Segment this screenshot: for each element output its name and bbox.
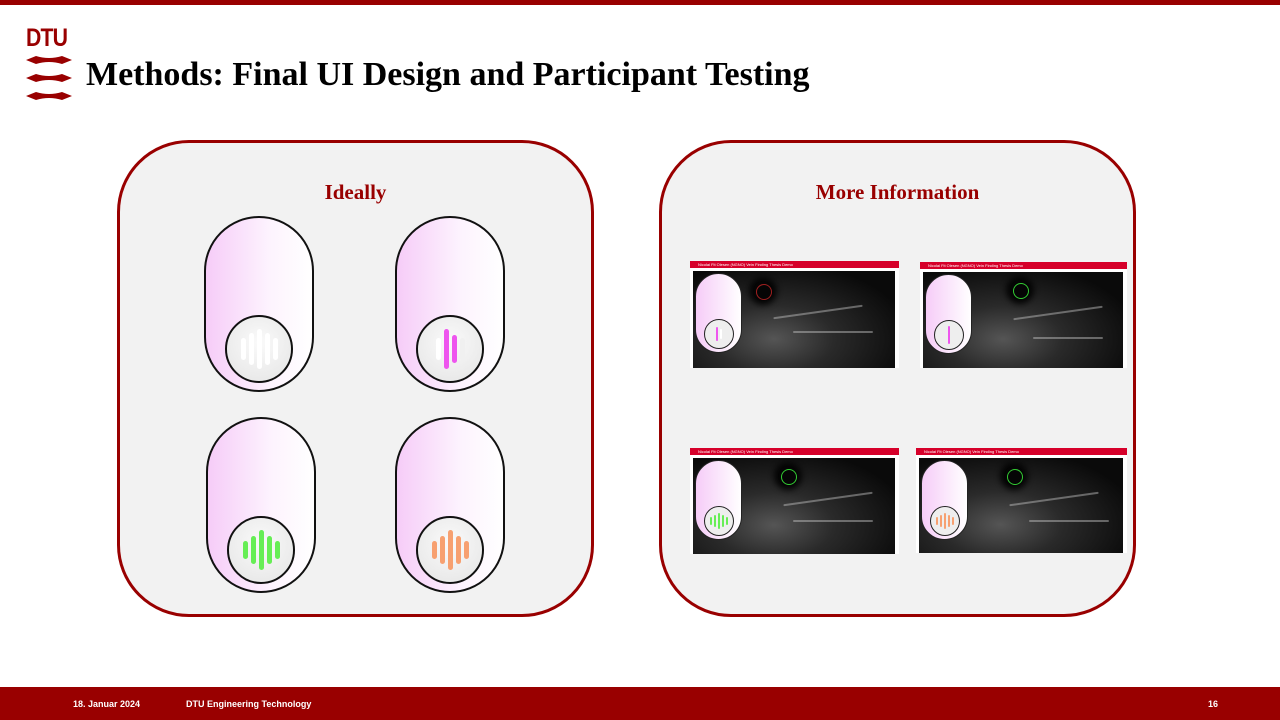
panel-title: Ideally (324, 180, 387, 204)
dtu-logo: DTU (26, 24, 72, 100)
window-title: Nicolai Fit Olesen (NGNO) Vein Finding T… (690, 261, 899, 268)
toggle-green (206, 417, 316, 593)
ideally-panel: Ideally (117, 140, 594, 617)
sound-wave-icon (416, 516, 484, 584)
logo-text: DTU (26, 24, 68, 52)
more-information-panel: More Information Nicolai Fit Olesen (NGN… (659, 140, 1136, 617)
toggle-orange (395, 417, 505, 593)
footer-date: 18. Januar 2024 (73, 699, 141, 709)
panel-title: More Information (815, 180, 980, 204)
footer-department: DTU Engineering Technology (186, 699, 312, 709)
window-title: Nicolai Fit Olesen (NGNO) Vein Finding T… (690, 448, 899, 455)
sound-wave-icon (227, 516, 295, 584)
toggle-idle (204, 216, 314, 392)
page-number: 16 (1208, 699, 1219, 709)
page-title: Methods: Final UI Design and Participant… (86, 56, 810, 93)
footer: 18. Januar 2024 DTU Engineering Technolo… (0, 687, 1280, 720)
toggle-single-bar (395, 216, 505, 392)
screenshot-orange-bars: Nicolai Fit Olesen (NGNO) Vein Finding T… (916, 448, 1127, 553)
sound-wave-icon (416, 315, 484, 383)
window-title: Nicolai Fit Olesen (NGNO) Vein Finding T… (916, 448, 1127, 455)
screenshot-green-bars: Nicolai Fit Olesen (NGNO) Vein Finding T… (690, 448, 899, 554)
window-title: Nicolai Fit Olesen (NGNO) Vein Finding T… (920, 262, 1127, 269)
screenshot-green-target: Nicolai Fit Olesen (NGNO) Vein Finding T… (920, 262, 1127, 368)
screenshot-red-target: Nicolai Fit Olesen (NGNO) Vein Finding T… (690, 261, 899, 368)
top-bar (0, 0, 1280, 5)
sound-wave-icon (225, 315, 293, 383)
